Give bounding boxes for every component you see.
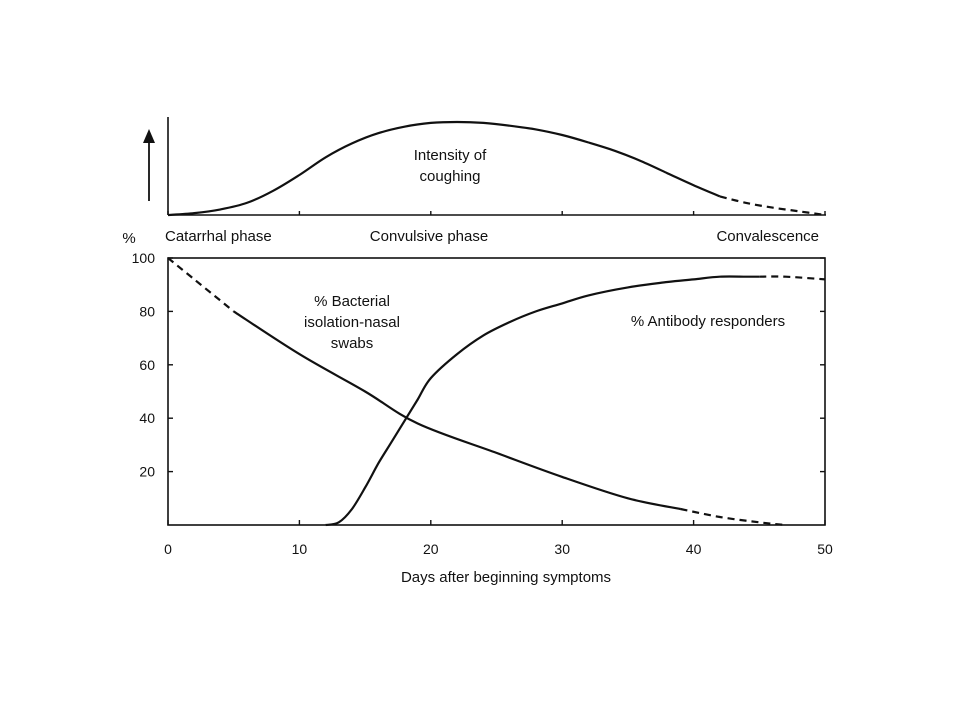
x-tick-label-0: 0 xyxy=(164,541,172,557)
bacterial-curve-solid-1 xyxy=(233,310,681,511)
y-tick-label-40: 40 xyxy=(139,410,155,426)
antibody-annotation-line: % Antibody responders xyxy=(631,313,785,330)
phase-label-convulsive: Convulsive phase xyxy=(370,228,488,245)
y-tick-label-20: 20 xyxy=(139,464,155,480)
x-tick-label-40: 40 xyxy=(686,541,702,557)
y-tick-label-80: 80 xyxy=(139,303,155,319)
antibody-responders-annotation: % Antibody responders xyxy=(631,313,785,330)
antibody-curve-dashed-1 xyxy=(759,275,826,281)
phase-label-catarrhal: Catarrhal phase xyxy=(165,228,272,245)
phase-label-convalescence: Convalescence xyxy=(716,228,819,245)
coughing-annotation-line: Intensity of xyxy=(414,147,487,164)
x-tick-label-50: 50 xyxy=(817,541,833,557)
coughing-annotation: Intensity of coughing xyxy=(414,147,487,185)
antibody-curve-solid-0 xyxy=(325,275,760,527)
bacterial-annotation-line: swabs xyxy=(331,335,374,352)
coughing-intensity-panel: Intensity of coughing Catarrhal phase Con… xyxy=(143,117,826,245)
bacterial-curve-dashed-2 xyxy=(680,507,786,527)
bottom-plot-frame xyxy=(167,257,826,526)
coughing-intensity-curve-dashed xyxy=(719,195,826,217)
y-tick-label-60: 60 xyxy=(139,357,155,373)
bacterial-annotation-line: isolation-nasal xyxy=(304,314,400,331)
x-tick-label-10: 10 xyxy=(292,541,308,557)
x-axis-title: Days after beginning symptoms xyxy=(401,569,611,586)
bacterial-annotation-line: % Bacterial xyxy=(314,293,390,310)
x-tick-label-20: 20 xyxy=(423,541,439,557)
bacterial-curve-dashed-0 xyxy=(167,257,235,313)
y-tick-label-100: 100 xyxy=(132,250,156,266)
y-axis-unit-label: % xyxy=(122,230,135,247)
x-tick-label-30: 30 xyxy=(554,541,570,557)
lab-data-panel: 0 10 20 30 40 50 20 40 60 80 100 % Days after beg… xyxy=(122,230,833,586)
coughing-intensity-curve-solid xyxy=(167,120,721,217)
coughing-annotation-line: coughing xyxy=(420,168,481,185)
intensity-arrow-head xyxy=(143,129,155,143)
bacterial-isolation-annotation: % Bacterial isolation-nasal swabs xyxy=(304,293,400,352)
